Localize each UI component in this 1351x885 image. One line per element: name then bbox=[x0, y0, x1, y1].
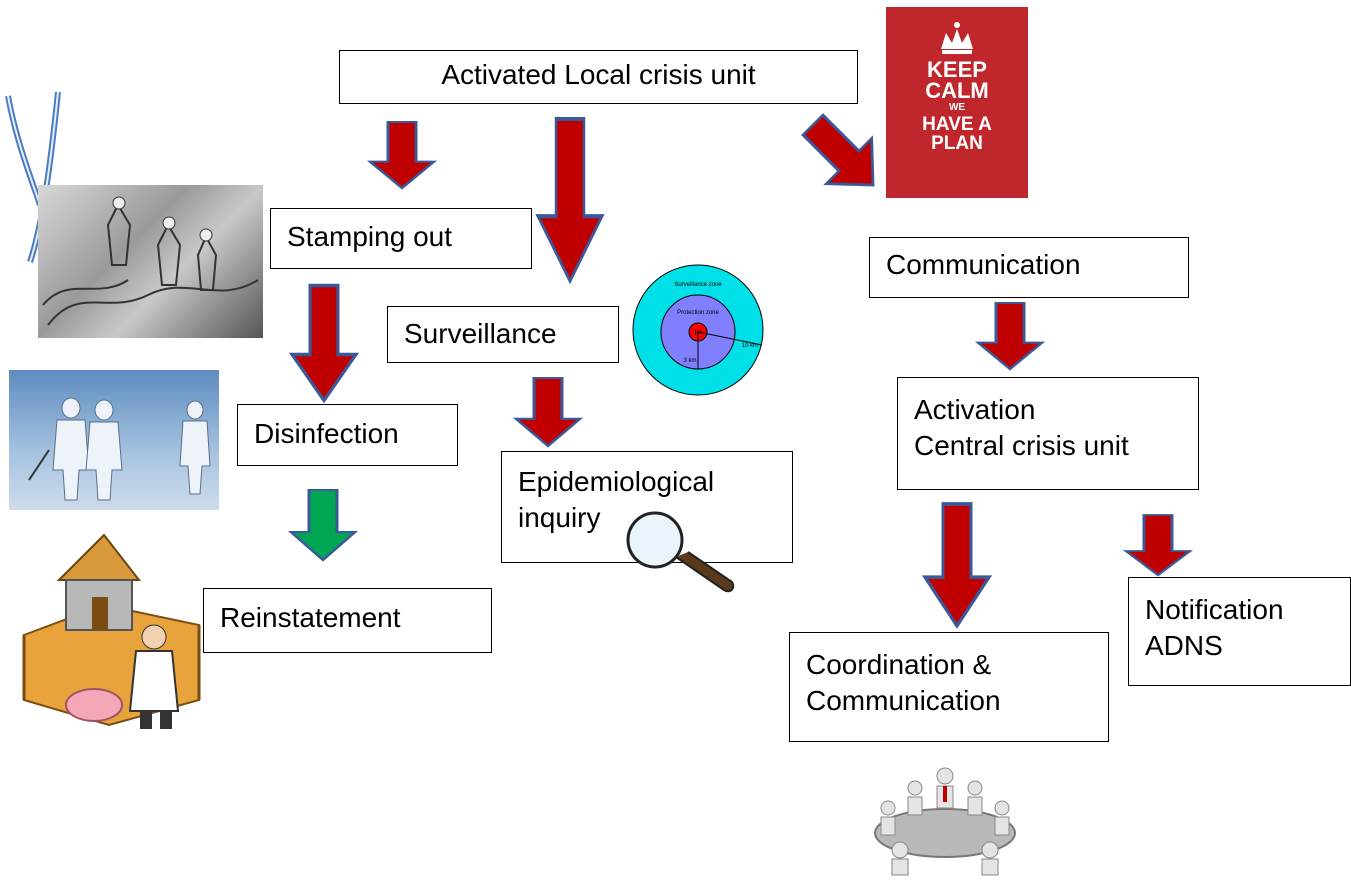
farm-illustration bbox=[14, 525, 204, 730]
coordination-box: Coordination & Communication bbox=[789, 632, 1109, 742]
stamping-out-label: Stamping out bbox=[287, 221, 452, 252]
arrow-to-notification bbox=[1122, 514, 1194, 577]
disinfection-photo bbox=[9, 370, 219, 510]
meeting-people-icon bbox=[874, 767, 1016, 876]
keep-calm-poster: KEEP CALM WE HAVE A PLAN bbox=[886, 7, 1028, 198]
coordination-label-line2: Communication bbox=[806, 685, 1001, 716]
poster-line-have-a: HAVE A bbox=[922, 114, 992, 135]
stamping-out-box: Stamping out bbox=[270, 208, 532, 269]
communication-box: Communication bbox=[869, 237, 1189, 298]
reinstatement-box: Reinstatement bbox=[203, 588, 492, 653]
poster-line-keep: KEEP bbox=[927, 57, 987, 82]
arrow-to-reinstatement bbox=[287, 488, 359, 562]
central-crisis-label-line1: Activation bbox=[914, 394, 1036, 425]
epidemiological-inquiry-box: Epidemiological inquiry bbox=[501, 451, 793, 563]
epidemiological-label-line2: inquiry bbox=[518, 502, 601, 533]
farm-and-vet-icon bbox=[22, 533, 201, 729]
epidemiological-label-line1: Epidemiological bbox=[518, 466, 715, 497]
notification-label-line2: ADNS bbox=[1145, 630, 1223, 661]
communication-label: Communication bbox=[886, 249, 1081, 280]
arrow-to-coordination bbox=[921, 502, 993, 629]
notification-box: Notification ADNS bbox=[1128, 577, 1351, 686]
poster-line-plan: PLAN bbox=[931, 133, 983, 154]
poster-line-we: WE bbox=[948, 102, 966, 113]
workers-sketch-icon bbox=[42, 196, 259, 326]
arrow-to-stamping-out bbox=[366, 121, 438, 190]
arrow-to-central-crisis bbox=[974, 302, 1046, 371]
disinfection-label: Disinfection bbox=[254, 418, 399, 449]
central-crisis-label-line2: Central crisis unit bbox=[914, 430, 1129, 461]
disinfection-box: Disinfection bbox=[237, 404, 458, 466]
notification-label-line1: Notification bbox=[1145, 594, 1284, 625]
central-crisis-unit-box: Activation Central crisis unit bbox=[897, 377, 1199, 490]
arrow-to-disinfection bbox=[288, 283, 360, 404]
reinstatement-label: Reinstatement bbox=[220, 602, 401, 633]
meeting-table-illustration bbox=[860, 758, 1030, 878]
surveillance-label: Surveillance bbox=[404, 318, 557, 349]
arrow-to-poster bbox=[801, 113, 875, 187]
protective-suit-workers-icon bbox=[28, 397, 211, 501]
arrow-to-epidemiological bbox=[512, 376, 584, 448]
arrow-to-surveillance bbox=[535, 116, 605, 285]
coordination-label-line1: Coordination & bbox=[806, 649, 992, 680]
crown-icon bbox=[941, 22, 973, 54]
poster-line-calm: CALM bbox=[925, 78, 989, 103]
surveillance-box: Surveillance bbox=[387, 306, 619, 363]
local-crisis-unit-box: Activated Local crisis unit bbox=[339, 50, 858, 104]
stamping-out-photo bbox=[38, 185, 263, 338]
local-crisis-unit-label: Activated Local crisis unit bbox=[441, 59, 756, 90]
